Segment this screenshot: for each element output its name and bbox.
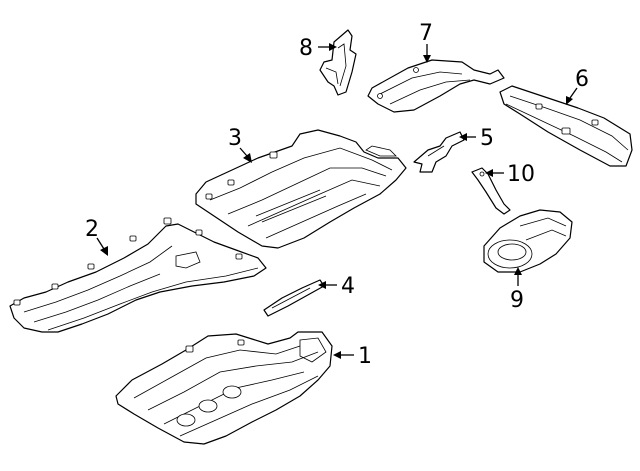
part-7-shield	[367, 59, 505, 113]
callout-9-arrowhead	[514, 267, 522, 275]
callout-7-label: 7	[419, 21, 433, 46]
callout-2-arrowhead	[100, 246, 108, 256]
callout-2-label: 2	[85, 217, 99, 242]
part-4-strip	[263, 279, 325, 317]
callout-6-leader	[569, 87, 578, 99]
callout-10-arrowhead	[485, 169, 493, 177]
callout-1-label: 1	[358, 344, 372, 369]
part-9-heat-shield	[483, 209, 573, 273]
callout-1-arrowhead	[333, 351, 341, 359]
callout-8-label: 8	[299, 36, 313, 61]
part-2-left-shield	[9, 217, 267, 333]
callout-labels: 1 2 3 4 5 6 7 8 9 10	[85, 21, 589, 369]
callout-10-label: 10	[507, 162, 535, 187]
callout-9-label: 9	[510, 288, 524, 313]
callout-8-arrowhead	[329, 43, 337, 51]
callout-4-label: 4	[341, 274, 355, 299]
callout-arrows	[96, 43, 578, 359]
callout-6-arrowhead	[566, 96, 573, 105]
callout-3-leader	[239, 147, 248, 157]
callout-7-arrowhead	[423, 55, 431, 63]
callout-2-leader	[96, 237, 105, 250]
part-8-bracket	[319, 29, 357, 96]
part-1-bottom-shield	[115, 331, 333, 445]
callout-6-label: 6	[575, 67, 589, 92]
part-6-rail	[499, 85, 633, 167]
callout-4-arrowhead	[318, 281, 326, 289]
part-5-bracket	[413, 131, 465, 173]
part-10-strap	[471, 167, 511, 215]
part-3-center-shield	[195, 129, 407, 249]
callout-3-label: 3	[228, 126, 242, 151]
callout-5-label: 5	[480, 126, 494, 151]
callout-5-arrowhead	[459, 133, 467, 141]
callout-3-arrowhead	[243, 153, 252, 163]
